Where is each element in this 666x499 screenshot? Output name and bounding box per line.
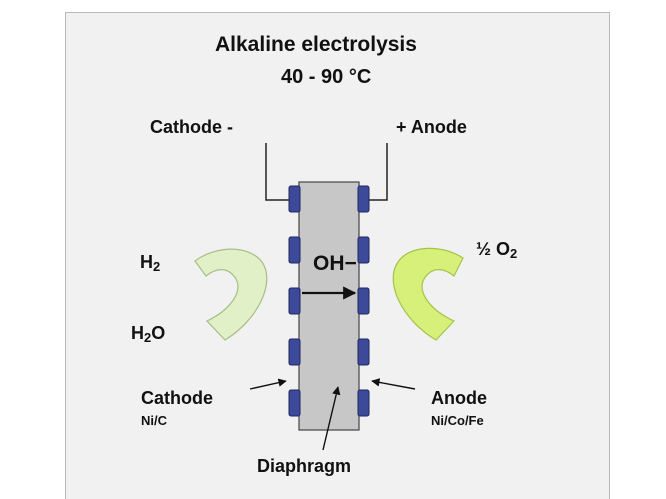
- cathode-wire: [265, 143, 292, 201]
- anode-segment: [357, 338, 370, 366]
- cathode-pointer-arrow: [249, 378, 287, 390]
- anode-pointer-arrow: [371, 378, 416, 390]
- diagram-title: Alkaline electrolysis: [215, 33, 417, 56]
- water-feed-label: H2O: [131, 323, 166, 346]
- cathode-material-label: Ni/C: [141, 413, 167, 428]
- cathode-segment: [288, 338, 301, 366]
- h2-curved-arrow: [194, 248, 268, 341]
- diaphragm-label: Diaphragm: [257, 456, 352, 476]
- cathode-electrode: [288, 185, 301, 417]
- cathode-label: Cathode: [141, 388, 213, 408]
- anode-electrode: [357, 185, 370, 417]
- cathode-segment: [288, 287, 301, 315]
- anode-material-label: Ni/Co/Fe: [431, 413, 484, 428]
- o2-curved-arrow: [392, 247, 464, 341]
- anode-label: Anode: [431, 388, 487, 408]
- anode-segment: [357, 185, 370, 213]
- temperature-range: 40 - 90 °C: [281, 66, 372, 88]
- diaphragm-membrane: [298, 181, 360, 431]
- cathode-segment: [288, 236, 301, 264]
- anode-wire: [367, 143, 388, 201]
- anode-segment: [357, 287, 370, 315]
- hydroxide-ion-label: OH−: [313, 252, 357, 275]
- anode-terminal-label: + Anode: [396, 117, 467, 137]
- cathode-segment: [288, 185, 301, 213]
- o2-product-label: ½ O2: [476, 239, 518, 262]
- anode-segment: [357, 389, 370, 417]
- anode-segment: [357, 236, 370, 264]
- h2-product-label: H2: [140, 252, 161, 275]
- cathode-terminal-label: Cathode -: [150, 117, 233, 137]
- cathode-segment: [288, 389, 301, 417]
- diaphragm-pointer-arrow: [322, 386, 341, 451]
